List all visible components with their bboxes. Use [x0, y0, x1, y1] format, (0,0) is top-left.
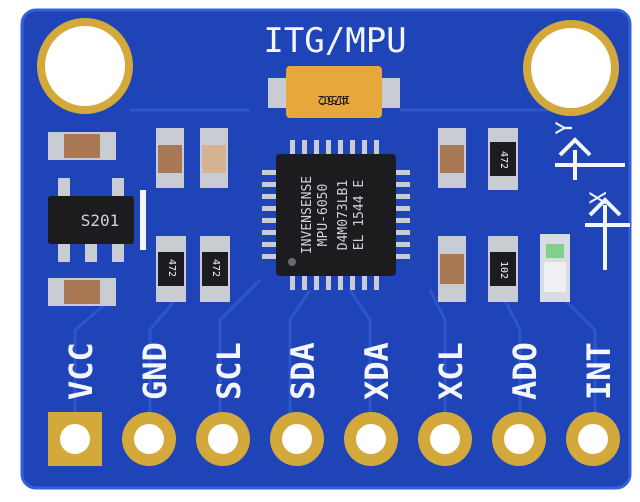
cap-pad-right: [382, 78, 400, 108]
pad-xcl-hole: [430, 424, 460, 454]
pin-label-gnd: GND: [136, 342, 174, 400]
smd-resistor-r1: [156, 236, 186, 302]
pin-label-scl: SCL: [210, 342, 248, 400]
resistor-r2-label: 472: [210, 259, 221, 277]
cap-pad-left: [268, 78, 286, 108]
capacitor-code-2: 115C2: [317, 93, 350, 106]
pad-int-hole: [578, 424, 608, 454]
pin-label-sda: SDA: [284, 342, 322, 400]
chip-line-3: D4M073LB1: [336, 180, 351, 250]
smd-capacitor-c3: [438, 128, 466, 188]
mounting-hole-left-center: [45, 26, 125, 106]
chip-line-4: EL 1544 E: [352, 180, 367, 250]
tantalum-capacitor: [286, 66, 382, 118]
pin-label-ado: ADO: [506, 342, 544, 400]
pcb-edge: [20, 8, 632, 490]
pad-gnd-hole: [134, 424, 164, 454]
axis-x-label: X: [587, 191, 612, 205]
pin-label-xda: XDA: [358, 342, 396, 400]
smd-resistor-r3: [488, 128, 518, 190]
chip-pin1-marker: [288, 258, 296, 266]
chip-line-2: MPU-6050: [316, 184, 331, 247]
smd-capacitor-c2: [200, 128, 228, 188]
header-pads: [48, 412, 620, 466]
resistor-r4-label: 102: [498, 261, 509, 279]
smd-capacitor-top-left: [48, 132, 116, 160]
chip-pins: [262, 140, 410, 290]
pin-label-xcl: XCL: [432, 342, 470, 400]
chip-line-1: INVENSENSE: [300, 176, 315, 254]
pcb-traces: [73, 108, 597, 420]
axis-y-label: Y: [553, 121, 578, 134]
status-led: [540, 234, 570, 302]
pad-xda-hole: [356, 424, 386, 454]
voltage-regulator: [48, 178, 146, 262]
regulator-label: S201: [81, 211, 120, 230]
smd-capacitor-bottom-left: [48, 278, 116, 306]
pad-sda-hole: [282, 424, 312, 454]
resistor-r1-label: 472: [166, 259, 177, 277]
capacitor-code-1: 475C: [320, 93, 349, 107]
resistor-r3-label: 472: [498, 151, 509, 169]
pad-scl-hole: [208, 424, 238, 454]
smd-capacitor-c4: [438, 236, 466, 302]
pin-label-int: INT: [580, 342, 618, 400]
mpu-chip: [276, 154, 396, 276]
pin-labels: VCC GND SCL SDA XDA XCL ADO INT: [62, 342, 618, 400]
pad-ado-hole: [504, 424, 534, 454]
pin-label-vcc: VCC: [62, 342, 100, 400]
axis-markers: [555, 137, 630, 270]
chip-markings: INVENSENSE MPU-6050 D4M073LB1 EL 1544 E: [300, 176, 367, 254]
pad-vcc-hole: [60, 424, 90, 454]
smd-resistor-r4: [488, 236, 518, 302]
mounting-hole-right-center: [531, 28, 611, 108]
board-title: ITG/MPU: [263, 21, 406, 61]
smd-capacitor-c1: [156, 128, 184, 188]
smd-resistor-r2: [200, 236, 230, 302]
